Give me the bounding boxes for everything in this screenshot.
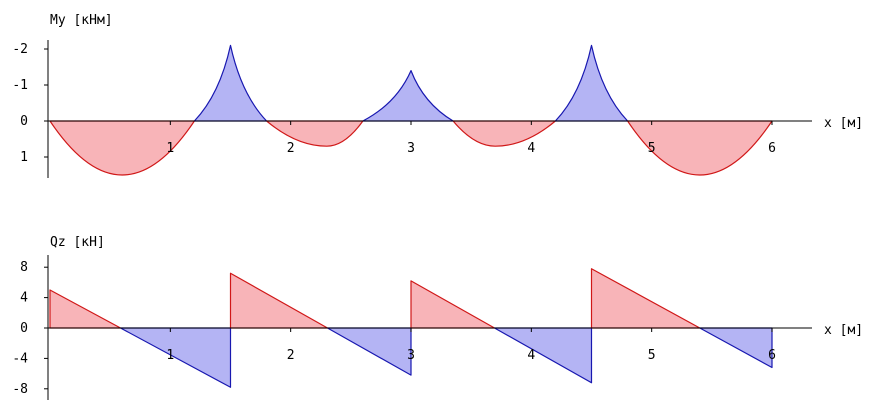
bending-moment-chart: -2 -1 0 1 1 2 3 4 5 6 My [кНм] x [м]	[12, 13, 863, 178]
shear-areas	[49, 268, 773, 388]
shear-negative-area	[326, 327, 412, 376]
shear-positive-area	[410, 280, 496, 329]
shear-x-tick-label: 5	[648, 348, 656, 363]
moment-y-axis-title: My [кНм]	[50, 13, 113, 28]
shear-x-tick-label: 4	[527, 348, 535, 363]
shear-labels: Qz [кН] x [м]	[50, 235, 863, 338]
moment-positive-area	[49, 120, 195, 176]
shear-x-tick-label: 6	[768, 348, 776, 363]
shear-y-tick-label: 8	[20, 260, 28, 275]
shear-positive-area	[49, 289, 122, 329]
moment-x-axis-title: x [м]	[824, 116, 863, 131]
shear-negative-area	[119, 327, 232, 388]
moment-negative-area	[554, 44, 629, 122]
shear-force-chart: 8 4 0 -4 -8 1 2 3 4 5 6 Qz [кН] x [м]	[12, 235, 863, 400]
moment-y-tick-label: 1	[20, 150, 28, 165]
moment-x-tick-label: 3	[407, 141, 415, 156]
moment-y-tick-label: -1	[12, 78, 28, 93]
shear-x-tick-label: 2	[287, 348, 295, 363]
shear-x-axis-title: x [м]	[824, 323, 863, 338]
shear-y-tick-label: -4	[12, 351, 28, 366]
shear-positive-area	[229, 272, 329, 329]
shear-negative-area	[699, 327, 773, 369]
moment-y-tick-label: -2	[12, 42, 28, 57]
moment-axes: -2 -1 0 1 1 2 3 4 5 6	[12, 40, 812, 178]
shear-x-tick-label: 3	[407, 348, 415, 363]
moment-x-tick-label: 2	[287, 141, 295, 156]
moment-x-tick-label: 1	[166, 141, 174, 156]
shear-y-tick-label: 0	[20, 321, 28, 336]
moment-x-tick-label: 4	[527, 141, 535, 156]
moment-x-tick-label: 6	[768, 141, 776, 156]
moment-positive-area	[452, 120, 556, 147]
moment-negative-area	[193, 44, 268, 122]
shear-y-axis-title: Qz [кН]	[50, 235, 105, 250]
moment-negative-area	[362, 70, 454, 122]
shear-axes: 8 4 0 -4 -8 1 2 3 4 5 6	[12, 255, 812, 400]
moment-areas	[49, 44, 773, 176]
shear-x-tick-label: 1	[166, 348, 174, 363]
shear-positive-area	[590, 268, 701, 329]
moment-x-tick-label: 5	[648, 141, 656, 156]
shear-negative-area	[493, 327, 593, 384]
moment-labels: My [кНм] x [м]	[50, 13, 863, 131]
moment-y-tick-label: 0	[20, 114, 28, 129]
moment-positive-area	[627, 120, 773, 176]
shear-y-tick-label: -8	[12, 382, 28, 397]
moment-positive-area	[266, 120, 364, 147]
shear-y-tick-label: 4	[20, 291, 28, 306]
